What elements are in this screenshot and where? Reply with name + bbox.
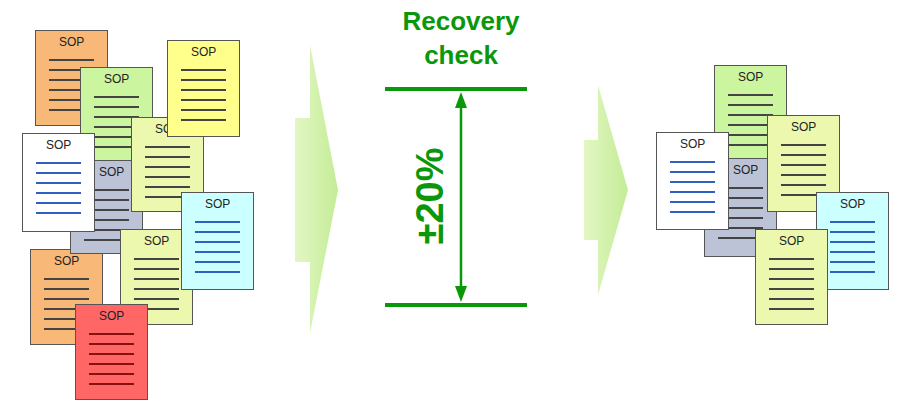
text-line bbox=[36, 162, 81, 164]
text-line bbox=[728, 94, 773, 96]
text-line bbox=[781, 154, 826, 156]
text-line bbox=[181, 119, 226, 121]
text-line bbox=[781, 144, 826, 146]
text-line bbox=[769, 288, 814, 290]
text-line bbox=[36, 202, 81, 204]
document-title: SOP bbox=[738, 70, 763, 84]
document-title: SOP bbox=[46, 138, 71, 152]
text-line bbox=[44, 298, 89, 300]
text-line bbox=[36, 182, 81, 184]
document-title: SOP bbox=[144, 234, 169, 248]
text-line bbox=[769, 308, 814, 310]
document-title: SOP bbox=[99, 309, 124, 323]
text-line bbox=[36, 192, 81, 194]
sop-document: SOP bbox=[167, 40, 240, 137]
document-title: SOP bbox=[59, 35, 84, 49]
document-title: SOP bbox=[54, 254, 79, 268]
text-line bbox=[49, 59, 94, 61]
text-line bbox=[44, 278, 89, 280]
text-line bbox=[769, 258, 814, 260]
text-line bbox=[44, 288, 89, 290]
text-line bbox=[145, 166, 190, 168]
text-line bbox=[181, 89, 226, 91]
document-title: SOP bbox=[99, 165, 124, 179]
text-line bbox=[670, 201, 715, 203]
flow-arrow bbox=[295, 45, 338, 333]
text-line bbox=[830, 271, 875, 273]
text-line bbox=[134, 288, 179, 290]
text-line bbox=[781, 164, 826, 166]
text-line bbox=[195, 231, 240, 233]
text-line bbox=[145, 186, 190, 188]
text-line bbox=[89, 363, 134, 365]
text-line bbox=[36, 212, 81, 214]
text-line bbox=[181, 69, 226, 71]
document-title: SOP bbox=[840, 197, 865, 211]
text-line bbox=[769, 298, 814, 300]
text-line bbox=[769, 278, 814, 280]
text-line bbox=[830, 261, 875, 263]
tolerance-label: ±20% bbox=[408, 116, 452, 276]
text-line bbox=[89, 343, 134, 345]
sop-document: SOP bbox=[22, 133, 95, 232]
text-line bbox=[195, 251, 240, 253]
text-line bbox=[670, 171, 715, 173]
text-line bbox=[195, 271, 240, 273]
sop-document: SOP bbox=[75, 304, 148, 400]
range-line bbox=[460, 100, 463, 294]
stage-title: Recovery check bbox=[376, 4, 546, 72]
text-line bbox=[89, 333, 134, 335]
text-line bbox=[830, 241, 875, 243]
text-line bbox=[195, 221, 240, 223]
text-line bbox=[181, 79, 226, 81]
limit-line bbox=[385, 87, 527, 91]
text-line bbox=[145, 176, 190, 178]
limit-line bbox=[385, 303, 527, 307]
text-line bbox=[181, 99, 226, 101]
text-line bbox=[89, 383, 134, 385]
text-line bbox=[781, 174, 826, 176]
text-line bbox=[195, 241, 240, 243]
text-line bbox=[769, 268, 814, 270]
text-line bbox=[94, 96, 139, 98]
text-line bbox=[94, 106, 139, 108]
text-line bbox=[670, 191, 715, 193]
text-line bbox=[670, 161, 715, 163]
text-line bbox=[728, 104, 773, 106]
text-line bbox=[36, 172, 81, 174]
arrow-head bbox=[455, 286, 467, 302]
text-line bbox=[89, 373, 134, 375]
text-line bbox=[134, 298, 179, 300]
text-line bbox=[781, 184, 826, 186]
document-title: SOP bbox=[205, 197, 230, 211]
sop-document: SOP bbox=[181, 192, 254, 290]
flow-arrow bbox=[584, 85, 628, 295]
sop-document: SOP bbox=[656, 132, 729, 230]
document-title: SOP bbox=[104, 72, 129, 86]
text-line bbox=[670, 211, 715, 213]
document-title: SOP bbox=[779, 234, 804, 248]
text-line bbox=[134, 278, 179, 280]
text-line bbox=[145, 156, 190, 158]
text-line bbox=[830, 251, 875, 253]
document-title: SOP bbox=[680, 137, 705, 151]
document-title: SOP bbox=[791, 120, 816, 134]
sop-document: SOP bbox=[755, 229, 828, 325]
text-line bbox=[181, 109, 226, 111]
text-line bbox=[145, 146, 190, 148]
text-line bbox=[134, 268, 179, 270]
text-line bbox=[134, 258, 179, 260]
document-title: SOP bbox=[733, 163, 758, 177]
text-line bbox=[195, 261, 240, 263]
text-line bbox=[670, 181, 715, 183]
text-line bbox=[89, 353, 134, 355]
arrow-head bbox=[455, 92, 467, 108]
text-line bbox=[830, 231, 875, 233]
document-title: SOP bbox=[191, 45, 216, 59]
text-line bbox=[830, 221, 875, 223]
